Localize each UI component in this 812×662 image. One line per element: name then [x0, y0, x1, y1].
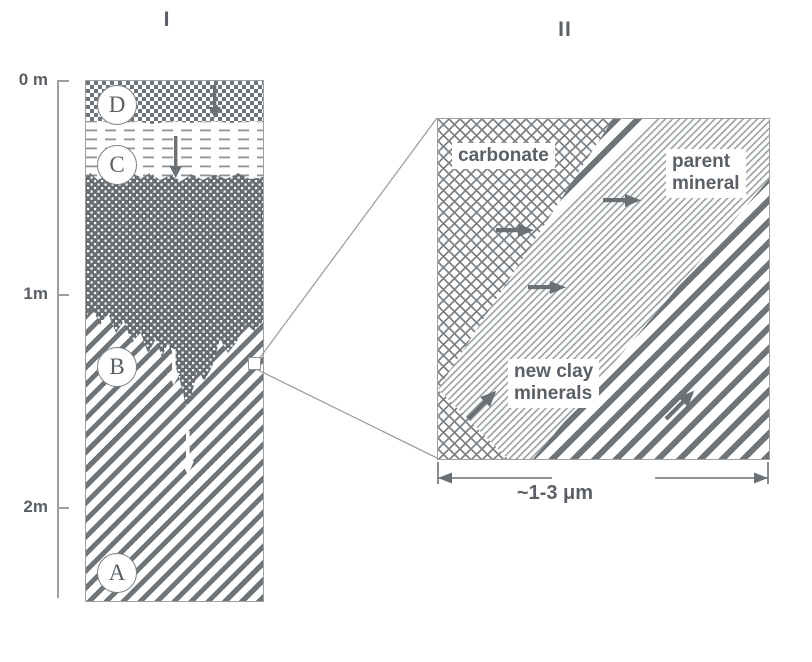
- arrow-horizon-B: [167, 349, 180, 385]
- arrow-right-2: [603, 194, 641, 207]
- panel-heading-right: II: [558, 18, 572, 41]
- micrograph-arrows: [466, 194, 695, 421]
- scale-bar-label: ~1-3 μm: [516, 482, 594, 504]
- detail-origin-marker[interactable]: [248, 357, 261, 370]
- soil-profile-column: D C B A: [85, 80, 264, 602]
- horizon-badge-D: D: [97, 85, 137, 125]
- horizon-badge-B: B: [97, 347, 137, 387]
- arrow-right-3: [528, 281, 566, 294]
- arrow-horizon-C: [169, 136, 182, 178]
- label-new-clay-line2: minerals: [514, 383, 593, 405]
- arrow-upright-1: [466, 390, 497, 421]
- horizon-badge-A: A: [97, 553, 137, 593]
- zone-carbonate: [438, 119, 613, 459]
- detail-connector-lines: [255, 117, 438, 459]
- arrow-upright-2: [664, 390, 695, 421]
- depth-tick-label-0: 0 m: [18, 70, 48, 89]
- micrograph-panel: carbonate parent mineral new clay minera…: [437, 118, 770, 460]
- depth-axis-line: [57, 81, 59, 598]
- depth-tick-1: [57, 294, 69, 296]
- arrow-right-1: [496, 224, 534, 237]
- depth-tick-2: [57, 507, 69, 509]
- horizon-badge-C: C: [97, 145, 137, 185]
- depth-tick-0: [57, 80, 69, 82]
- panel-heading-left: I: [163, 8, 171, 31]
- label-parent-mineral-line1: parent: [672, 151, 731, 172]
- scale-bar: [437, 462, 769, 484]
- label-parent-mineral: parent mineral: [666, 149, 746, 198]
- infiltration-arrows: [167, 85, 221, 475]
- label-new-clay-line1: new clay: [514, 361, 594, 382]
- label-new-clay-minerals: new clay minerals: [508, 359, 600, 408]
- label-parent-mineral-line2: mineral: [672, 173, 740, 195]
- depth-tick-label-2: 2m: [23, 497, 48, 516]
- label-carbonate: carbonate: [452, 143, 555, 170]
- depth-tick-label-1: 1m: [23, 284, 48, 303]
- arrow-horizon-B-lower: [181, 431, 194, 475]
- arrow-horizon-D: [208, 85, 221, 118]
- depth-axis: 0 m 1m 2m: [0, 70, 90, 610]
